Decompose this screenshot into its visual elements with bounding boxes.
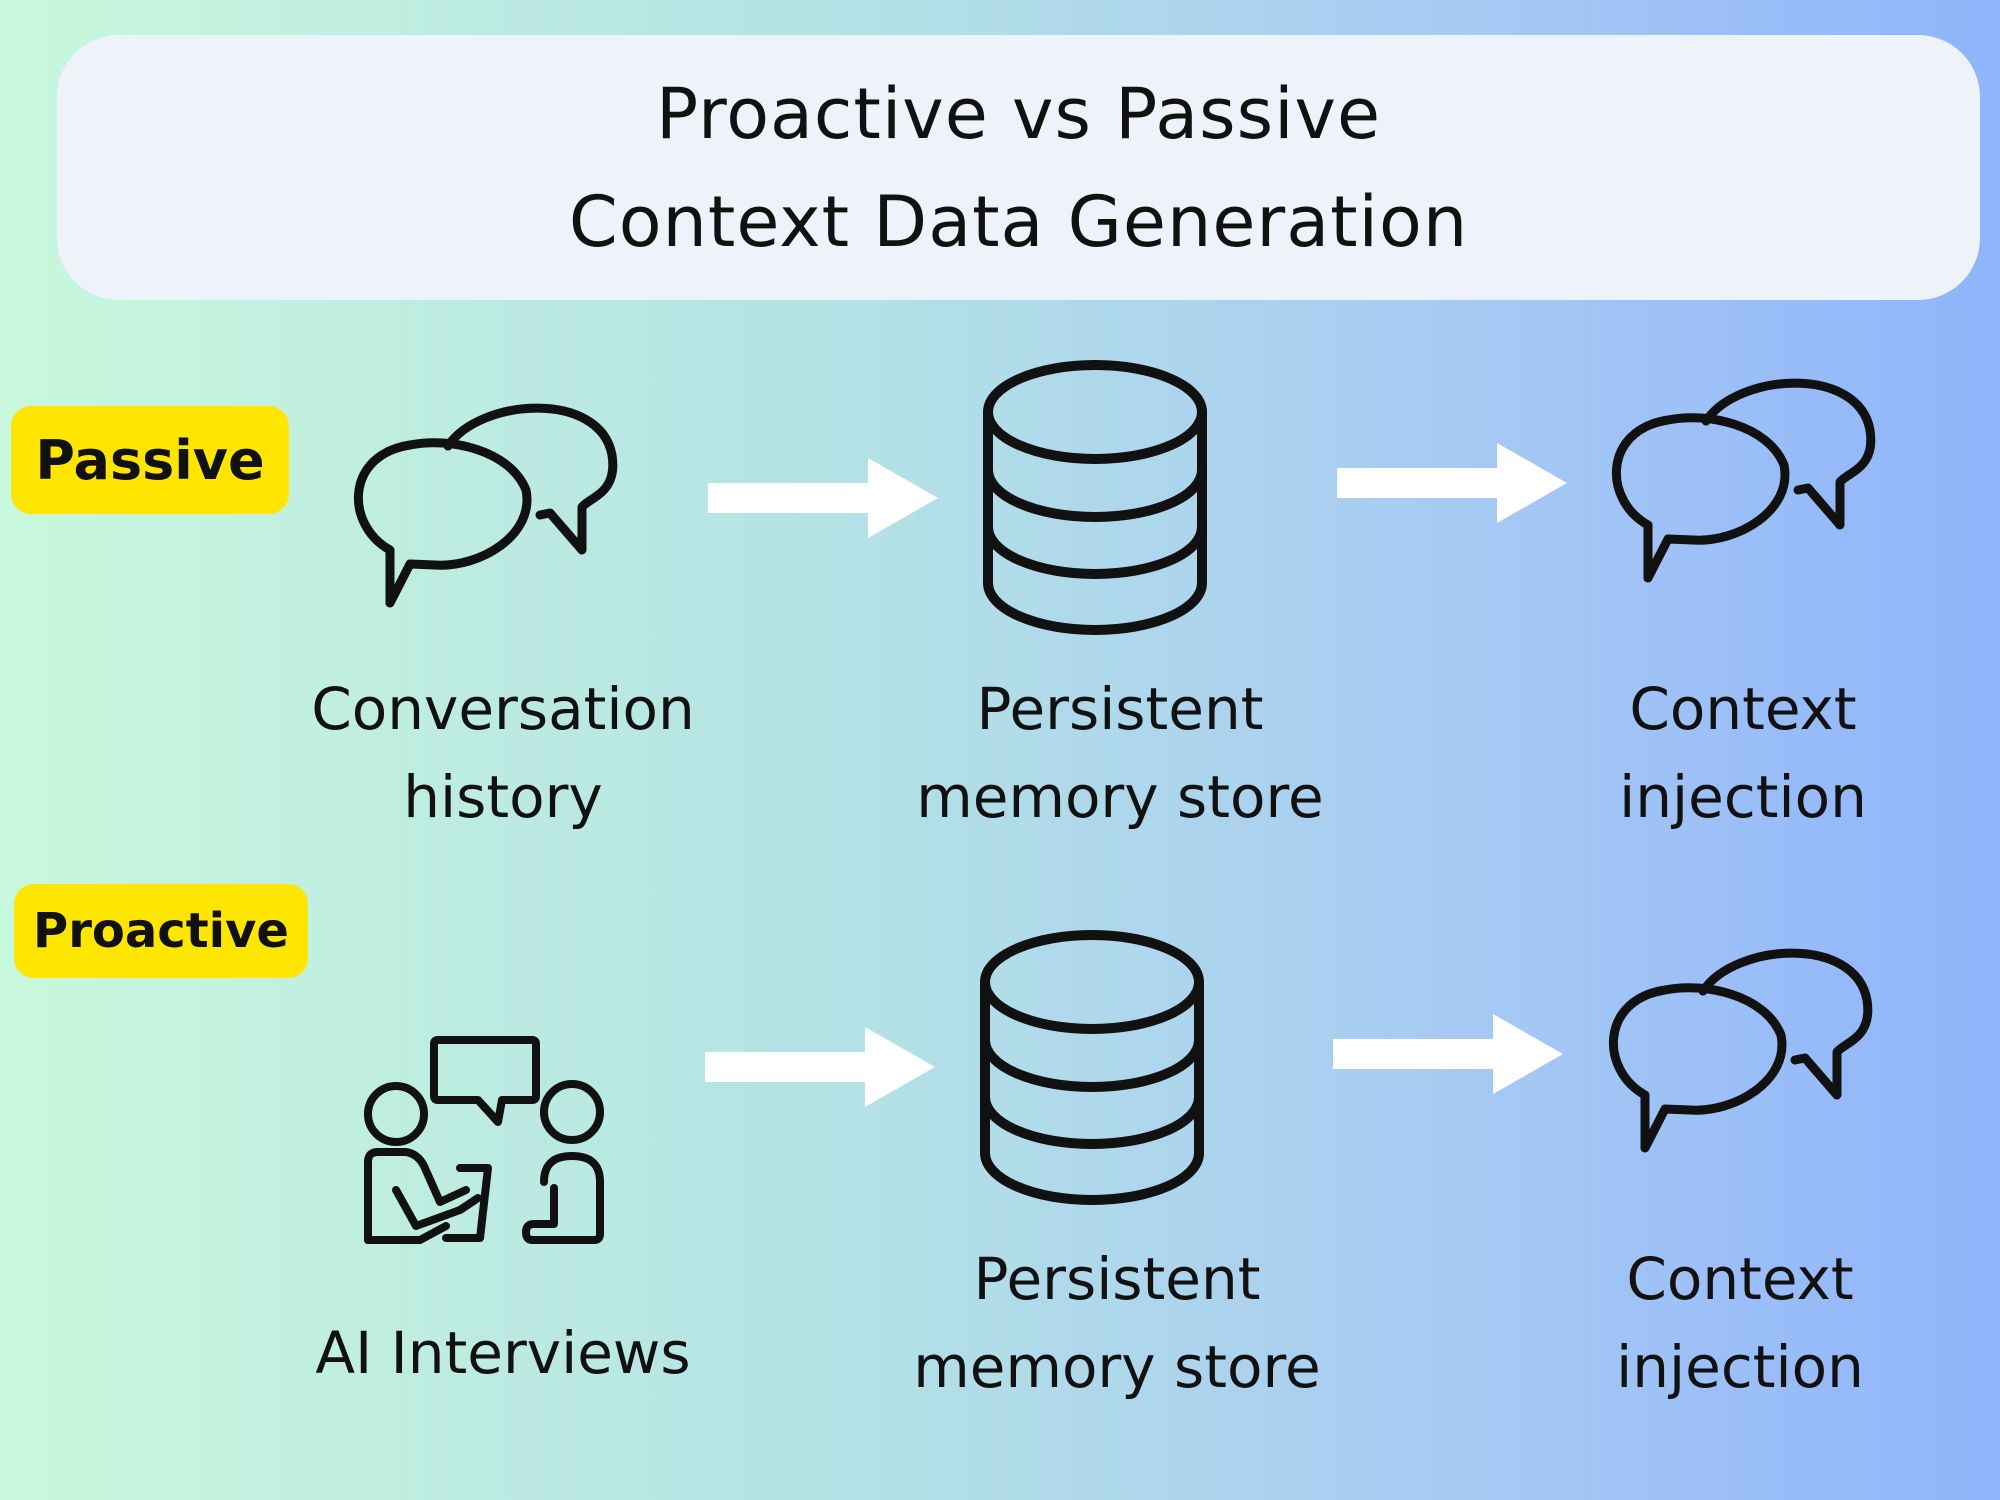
passive-tag: Passive (11, 406, 289, 514)
label-line: Context (1626, 1245, 1854, 1313)
label-line: memory store (913, 1333, 1321, 1401)
label-line: Conversation (311, 675, 695, 743)
proactive-tag: Proactive (14, 884, 308, 978)
chat-bubbles-icon (1608, 360, 1878, 585)
flow-arrow (708, 458, 938, 538)
title-line-1: Proactive vs Passive (655, 72, 1382, 155)
chat-bubbles-icon (350, 385, 620, 610)
label-line: injection (1619, 763, 1867, 831)
flow-arrow (705, 1027, 935, 1107)
persistent-memory-store-label: Persistent memory store (913, 1235, 1320, 1411)
database-icon (977, 930, 1207, 1205)
label-line: history (403, 763, 603, 831)
ai-interviews-label: AI Interviews (315, 1309, 690, 1397)
context-injection-label: Context injection (1616, 1235, 1864, 1411)
flow-arrow (1333, 1014, 1563, 1094)
title-line-2: Context Data Generation (568, 180, 1469, 263)
label-line: injection (1616, 1333, 1864, 1401)
database-icon (980, 360, 1210, 635)
flow-arrow (1337, 443, 1567, 523)
persistent-memory-store-label: Persistent memory store (916, 665, 1323, 841)
label-line: Persistent (973, 1245, 1261, 1313)
label-line: AI Interviews (315, 1319, 691, 1387)
chat-bubbles-icon (1605, 930, 1875, 1155)
interview-icon (360, 1030, 610, 1250)
label-line: Context (1629, 675, 1857, 743)
label-line: memory store (916, 763, 1324, 831)
conversation-history-label: Conversation history (311, 665, 694, 841)
title-box: Proactive vs Passive Context Data Genera… (57, 35, 1980, 300)
label-line: Persistent (976, 675, 1264, 743)
context-injection-label: Context injection (1619, 665, 1867, 841)
